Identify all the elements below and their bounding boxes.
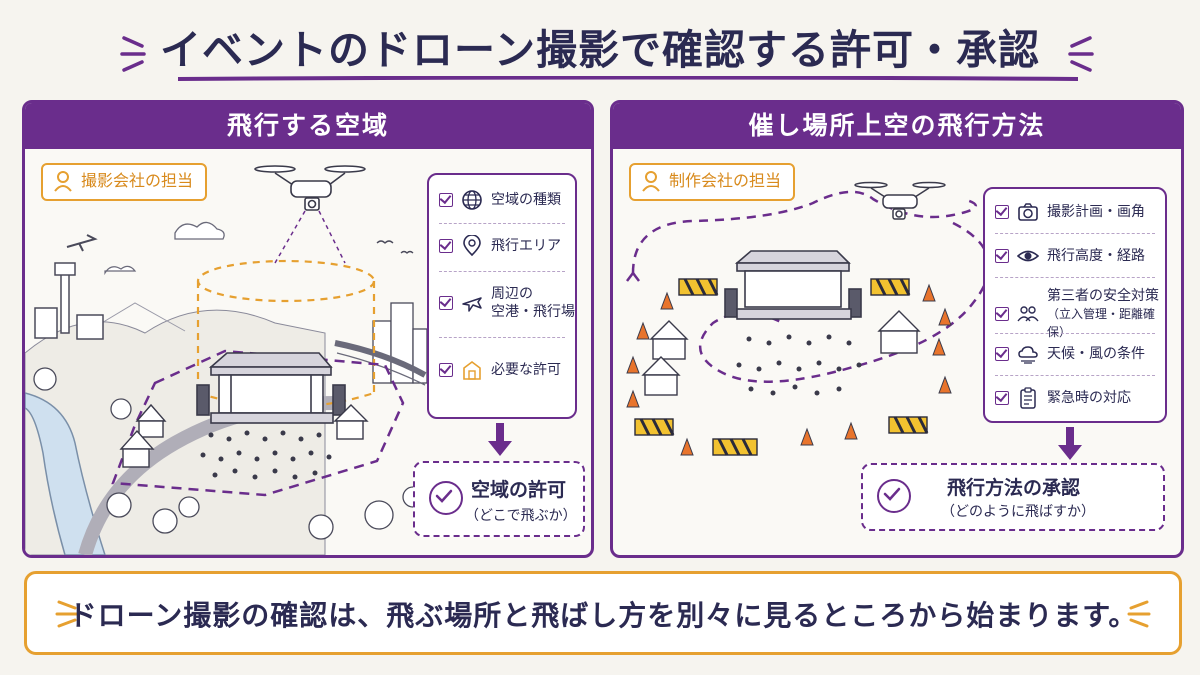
divider [995, 333, 1155, 334]
check-circle-icon [429, 481, 463, 515]
airspace-panel-header: 飛行する空域 [25, 103, 591, 149]
control-tower [34, 262, 104, 340]
stage-sketch [724, 250, 862, 320]
checklist-item-label: 飛行高度・経路 [1047, 248, 1145, 264]
summary-banner: ドローン撮影の確認は、飛ぶ場所と飛ばし方を別々に見るところから始まります。 [24, 571, 1182, 655]
role-tag-production: 制作会社の担当 [629, 163, 796, 201]
checklist-item-label: 周辺の空港・飛行場 [491, 285, 575, 321]
crowd [736, 334, 862, 396]
building-icon [463, 361, 481, 380]
divider [439, 337, 565, 338]
crowd [200, 430, 332, 480]
flight-method-checklist: 撮影計画・画角 飛行高度・経路 第三者の安全対策 （立入管理・距離確保） 天候・風… [983, 187, 1167, 423]
checklist-item-label: 撮影計画・画角 [1047, 204, 1145, 220]
checklist-item-altitude-route: 飛行高度・経路 [995, 245, 1145, 267]
eye-icon [1017, 250, 1039, 262]
location-pin-icon [463, 235, 481, 257]
summary-text: ドローン撮影の確認は、飛ぶ場所と飛ばし方を別々に見るところから始まります。 [68, 599, 1138, 632]
checklist-item-weather: 天候・風の条件 [995, 343, 1145, 365]
airspace-permit-result: 空域の許可 （どこで飛ぶか） [413, 461, 585, 537]
sparkle-left-icon [55, 600, 79, 628]
checkbox-checked-icon [439, 193, 453, 207]
person-icon [642, 171, 660, 192]
airplane-icon [462, 297, 482, 312]
title-underline [178, 76, 1078, 81]
weather-icon [1018, 346, 1038, 364]
checklist-item-label: 飛行エリア [491, 238, 561, 254]
checklist-item-label: 必要な許可 [491, 362, 561, 378]
role-tag-label: 制作会社の担当 [669, 171, 782, 190]
river [25, 392, 106, 555]
checklist-item-flight-area: 飛行エリア [439, 235, 561, 257]
checklist-item-label: 第三者の安全対策 （立入管理・距離確保） [1047, 287, 1165, 341]
camera-icon [1018, 203, 1038, 221]
checkbox-checked-icon [995, 307, 1009, 321]
checkbox-checked-icon [995, 249, 1009, 263]
checklist-item-label: 天候・風の条件 [1047, 346, 1145, 362]
checkbox-checked-icon [439, 239, 453, 253]
role-tag-photography: 撮影会社の担当 [41, 163, 208, 201]
checklist-item-third-party-safety: 第三者の安全対策 （立入管理・距離確保） [995, 287, 1165, 341]
checklist-item-emergency: 緊急時の対応 [995, 387, 1131, 409]
label-line1: 周辺の [491, 286, 533, 302]
checkbox-checked-icon [995, 347, 1009, 361]
drone-sketch [254, 165, 366, 211]
airplane-sketch [66, 234, 98, 252]
arrow-down-icon [488, 423, 512, 456]
checklist-item-airspace-type: 撮影計画・画角 空域の種類 [439, 189, 561, 211]
divider [995, 233, 1155, 234]
result-subtitle: （どのように飛ばすか） [941, 504, 1095, 520]
drone-sketch [854, 181, 946, 220]
sparkle-right-icon [1068, 36, 1094, 72]
title-area: イベントのドローン撮影で確認する許可・承認 [0, 10, 1200, 90]
label-line2: （立入管理・距離確保） [1047, 307, 1156, 339]
divider [439, 223, 565, 224]
result-title: 空域の許可 [471, 479, 567, 501]
sparkle-left-icon [120, 36, 146, 72]
stage-sketch [196, 352, 346, 424]
divider [995, 277, 1155, 278]
label-line1: 第三者の安全対策 [1047, 288, 1159, 304]
globe-icon [462, 190, 482, 210]
arrow-down-icon [1058, 427, 1082, 460]
result-title: 飛行方法の承認 [947, 477, 1081, 499]
label-line2: 空港・飛行場 [491, 304, 575, 320]
airspace-illustration [25, 165, 428, 555]
divider [995, 375, 1155, 376]
checkbox-checked-icon [995, 205, 1009, 219]
checklist-item-required-permits: 必要な許可 [439, 359, 561, 381]
checkbox-checked-icon [439, 296, 453, 310]
flight-path [631, 190, 991, 383]
traffic-cones [626, 283, 952, 456]
sparkle-right-icon [1127, 600, 1151, 628]
barriers [634, 278, 929, 456]
flight-method-illustration [626, 181, 991, 456]
checkbox-checked-icon [439, 363, 453, 377]
checklist-item-shooting-plan: 撮影計画・画角 [995, 201, 1145, 223]
role-tag-label: 撮影会社の担当 [81, 171, 194, 190]
tents [641, 310, 921, 396]
person-icon [54, 171, 72, 192]
flight-method-approval-result: 飛行方法の承認 （どのように飛ばすか） [861, 463, 1165, 531]
checklist-item-label: 緊急時の対応 [1047, 390, 1131, 406]
airspace-cylinder [196, 259, 376, 409]
divider [439, 271, 565, 272]
people-icon [1017, 306, 1039, 322]
checklist-item-label: 空域の種類 [491, 192, 561, 208]
page-title: イベントのドローン撮影で確認する許可・承認 [160, 26, 1040, 74]
check-circle-icon [877, 479, 911, 513]
airspace-panel: 飛行する空域 [22, 100, 594, 558]
result-subtitle: （どこで飛ぶか） [465, 508, 577, 524]
flight-method-panel-header: 催し場所上空の飛行方法 [613, 103, 1181, 149]
checkbox-checked-icon [995, 391, 1009, 405]
checklist-item-nearby-airports: 周辺の空港・飛行場 [439, 285, 575, 321]
flight-method-panel: 催し場所上空の飛行方法 [610, 100, 1184, 558]
clipboard-icon [1020, 387, 1036, 409]
